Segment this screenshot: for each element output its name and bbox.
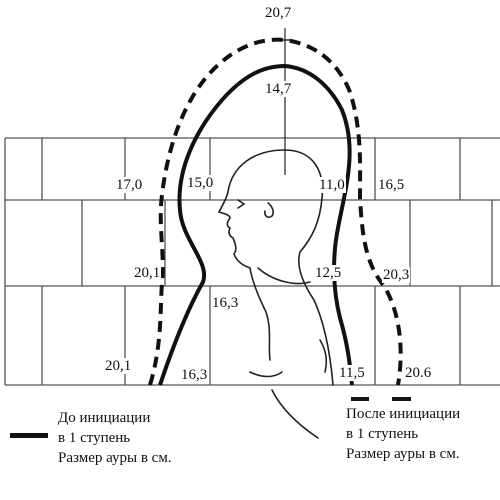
aura-before-initiation — [158, 63, 354, 386]
legend-solid-line — [10, 433, 48, 438]
label-head-left-outer: 17,0 — [115, 177, 144, 193]
legend-after: После инициации в 1 ступень Размер ауры … — [346, 404, 460, 464]
legend-before-line1: До инициации — [58, 410, 151, 426]
legend-before-line2: в 1 ступень — [58, 430, 131, 446]
label-head-right-inner: 11,0 — [318, 177, 346, 193]
label-top-outer: 20,7 — [264, 5, 293, 21]
legend-after-line3: Размер ауры в см. — [346, 446, 460, 462]
label-chest-right-outer: 20,3 — [382, 267, 411, 283]
label-top-inner: 14,7 — [264, 81, 293, 97]
legend-before-line3: Размер ауры в см. — [58, 450, 172, 466]
aura-after-initiation — [148, 37, 403, 386]
label-chest-right-inner: 12,5 — [314, 265, 343, 281]
legend-after-line1: После инициации — [346, 406, 461, 422]
label-bottom-left-outer: 20,1 — [104, 358, 133, 374]
label-head-left-inner: 15,0 — [186, 175, 215, 191]
label-chest-left-inner: 16,3 — [211, 295, 240, 311]
label-bottom-left-inner: 16,3 — [180, 367, 209, 383]
label-bottom-right-inner: 11,5 — [338, 365, 366, 381]
wall-grid — [4, 137, 500, 386]
person-silhouette — [217, 149, 334, 439]
legend-before: До инициации в 1 ступень Размер ауры в с… — [58, 408, 172, 468]
label-bottom-right-outer: 20.6 — [404, 365, 433, 381]
label-head-right-outer: 16,5 — [377, 177, 406, 193]
legend-after-line2: в 1 ступень — [346, 426, 419, 442]
label-chest-left-outer: 20,1 — [133, 265, 162, 281]
